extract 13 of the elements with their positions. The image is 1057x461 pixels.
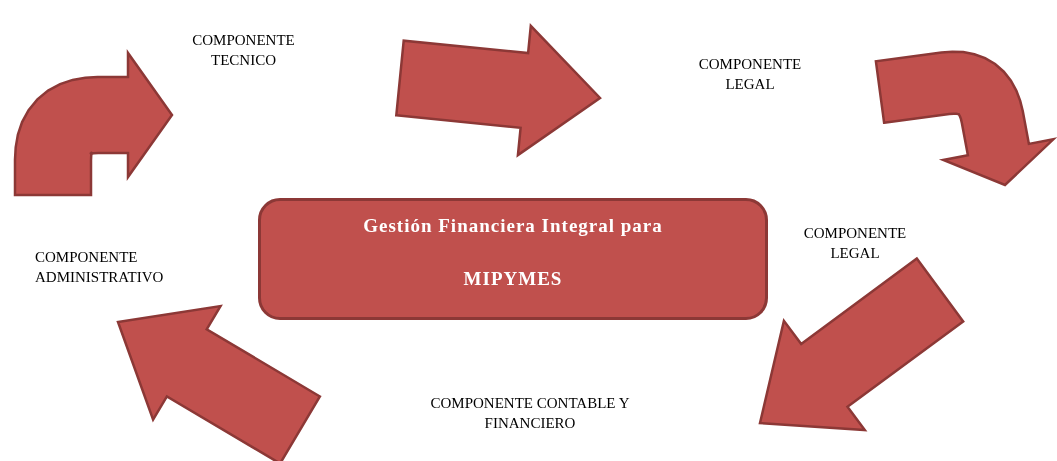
title-text: Gestión Financiera Integral para [362,215,664,237]
title-box [258,198,768,320]
title-text: MIPYMES [462,268,564,290]
block-arrow [13,49,174,197]
block-arrow [758,256,965,432]
component-label: COMPONENTE ADMINISTRATIVO [35,248,165,287]
component-label: COMPONENTE LEGAL [697,55,803,94]
component-label: COMPONENTE TECNICO [191,31,296,70]
block-arrow [394,22,602,158]
component-label: COMPONENTE CONTABLE Y FINANCIERO [429,394,631,433]
component-label: COMPONENTE LEGAL [802,224,908,263]
block-arrow [116,304,322,461]
block-arrow [874,50,1057,187]
